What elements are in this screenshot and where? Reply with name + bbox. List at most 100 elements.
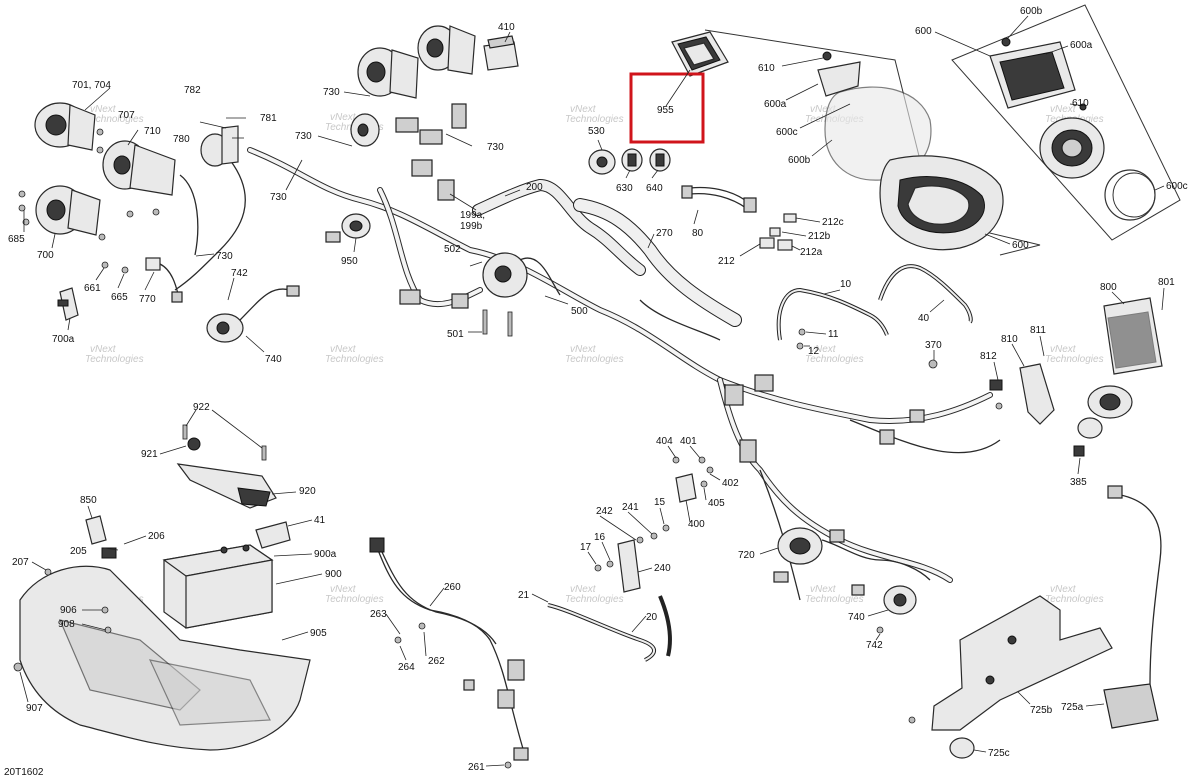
connector bbox=[411, 159, 433, 177]
watermark: Technologies bbox=[85, 354, 144, 365]
connector bbox=[754, 374, 774, 392]
cap-725c bbox=[949, 737, 975, 759]
label-402: 402 bbox=[722, 478, 739, 489]
label-908: 908 bbox=[58, 619, 75, 630]
bracket-240 bbox=[594, 524, 670, 593]
bracket-810 bbox=[1019, 363, 1055, 425]
label-905: 905 bbox=[310, 628, 327, 639]
actuator-700 bbox=[35, 185, 101, 236]
switch-640 bbox=[649, 148, 671, 172]
label-900a: 900a bbox=[314, 549, 337, 560]
label-685: 685 bbox=[8, 234, 25, 245]
label-661: 661 bbox=[84, 283, 101, 294]
cluster-600 bbox=[704, 4, 1181, 256]
bracket-920 bbox=[176, 424, 277, 509]
watermark: vNext bbox=[1050, 104, 1077, 115]
label-405: 405 bbox=[708, 498, 725, 509]
label-206: 206 bbox=[148, 531, 165, 542]
label-950: 950 bbox=[341, 256, 358, 267]
label-850: 850 bbox=[80, 495, 97, 506]
switch-950 bbox=[325, 213, 371, 243]
watermark: vNext bbox=[810, 344, 837, 355]
label-922: 922 bbox=[193, 402, 210, 413]
label-212b: 212b bbox=[808, 231, 831, 242]
label-742: 742 bbox=[866, 640, 883, 651]
label-730: 730 bbox=[216, 251, 233, 262]
label-921: 921 bbox=[141, 449, 158, 460]
label-264: 264 bbox=[398, 662, 415, 673]
label-41: 41 bbox=[314, 515, 326, 526]
label-730: 730 bbox=[295, 131, 312, 142]
connector bbox=[909, 409, 925, 423]
label-665: 665 bbox=[111, 292, 128, 303]
watermark: vNext bbox=[330, 344, 357, 355]
battery-900 bbox=[162, 544, 274, 629]
watermark: Technologies bbox=[565, 594, 624, 605]
label-401: 401 bbox=[680, 436, 697, 447]
sensor-700a bbox=[57, 287, 79, 321]
label-906: 906 bbox=[60, 605, 77, 616]
watermark: Technologies bbox=[805, 594, 864, 605]
watermark: vNext bbox=[330, 112, 357, 123]
label-800: 800 bbox=[1100, 282, 1117, 293]
connector bbox=[739, 439, 757, 463]
label-610: 610 bbox=[1072, 98, 1089, 109]
fastener-370 bbox=[928, 359, 938, 369]
label-610: 610 bbox=[758, 63, 775, 74]
label-700a: 700a bbox=[52, 334, 75, 345]
connector bbox=[724, 384, 744, 406]
watermark: Technologies bbox=[325, 354, 384, 365]
label-21: 21 bbox=[518, 590, 530, 601]
sensor-812 bbox=[989, 379, 1003, 410]
sensor-770 bbox=[145, 257, 183, 303]
actuator-701-704 bbox=[34, 102, 96, 151]
label-600c: 600c bbox=[776, 127, 798, 138]
cable-40 bbox=[878, 264, 973, 324]
label-600a: 600a bbox=[1070, 40, 1093, 51]
label-707: 707 bbox=[118, 110, 135, 121]
watermark: vNext bbox=[1050, 584, 1077, 595]
lamp-740b bbox=[851, 584, 917, 634]
label-640: 640 bbox=[646, 183, 663, 194]
connector bbox=[399, 289, 421, 305]
label-781: 781 bbox=[260, 113, 277, 124]
label-501: 501 bbox=[447, 329, 464, 340]
label-370: 370 bbox=[925, 340, 942, 351]
diagram-code: 20T1602 bbox=[4, 767, 44, 778]
label-205: 205 bbox=[70, 546, 87, 557]
label-770: 770 bbox=[139, 294, 156, 305]
label-263: 263 bbox=[370, 609, 387, 620]
label-270: 270 bbox=[656, 228, 673, 239]
display-955 bbox=[671, 31, 729, 77]
sensor-740a bbox=[206, 285, 300, 343]
label-740: 740 bbox=[848, 612, 865, 623]
cable-20 bbox=[547, 595, 672, 662]
label-742: 742 bbox=[231, 268, 248, 279]
connector-850 bbox=[85, 515, 117, 559]
label-907: 907 bbox=[26, 703, 43, 714]
label-11: 11 bbox=[828, 329, 839, 340]
label-17: 17 bbox=[580, 542, 592, 553]
label-812: 812 bbox=[980, 351, 997, 362]
label-40: 40 bbox=[918, 313, 930, 324]
label-240: 240 bbox=[654, 563, 671, 574]
label-260: 260 bbox=[444, 582, 461, 593]
label-199a: 199a, bbox=[460, 210, 485, 221]
actuator-710 bbox=[102, 140, 176, 196]
switch-530 bbox=[588, 149, 616, 175]
harness-260 bbox=[369, 537, 529, 769]
label-630: 630 bbox=[616, 183, 633, 194]
relays-212 bbox=[759, 213, 797, 251]
lamp-720 bbox=[773, 527, 931, 583]
watermark: vNext bbox=[570, 344, 597, 355]
label-241: 241 bbox=[622, 502, 639, 513]
watermark: vNext bbox=[90, 104, 117, 115]
label-530: 530 bbox=[588, 126, 605, 137]
leader-lines bbox=[19, 15, 1165, 767]
label-404: 404 bbox=[656, 436, 673, 447]
label-810: 810 bbox=[1001, 334, 1018, 345]
cover-41 bbox=[255, 521, 291, 549]
label-801: 801 bbox=[1158, 277, 1175, 288]
label-200: 200 bbox=[526, 182, 543, 193]
